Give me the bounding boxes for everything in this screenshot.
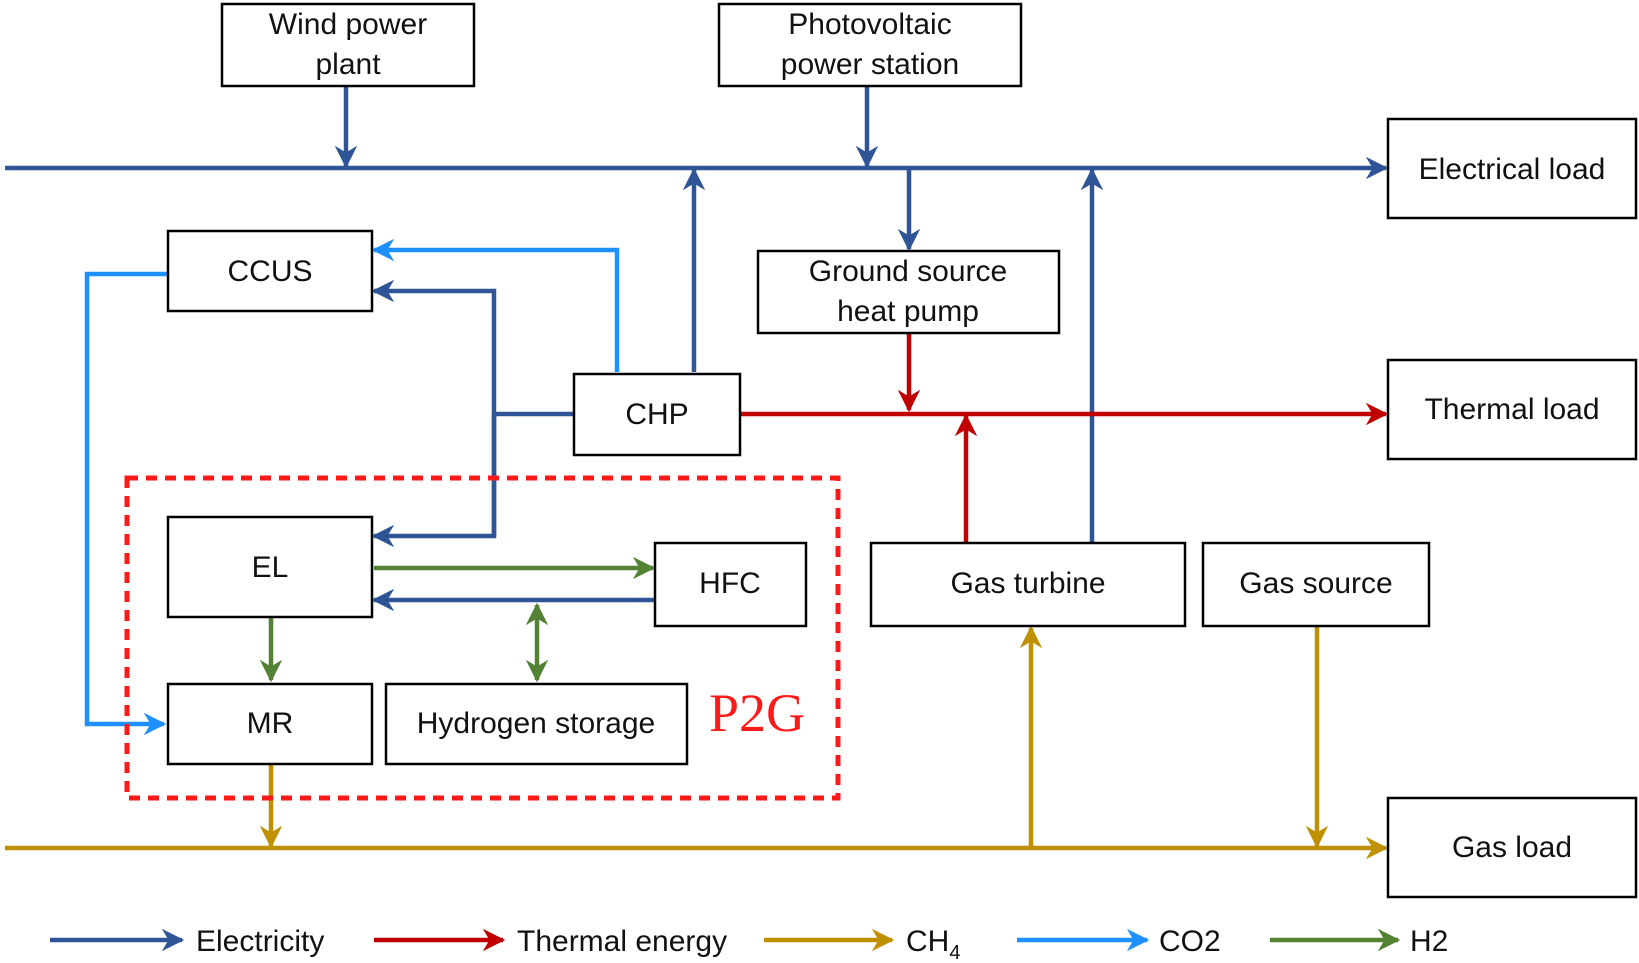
mr-label: MR (247, 707, 294, 740)
node-thermal-load[interactable]: Thermal load (1386, 358, 1638, 461)
node-gas-turbine[interactable]: Gas turbine (869, 541, 1187, 628)
node-gas-source[interactable]: Gas source (1201, 541, 1431, 628)
ch4-flows (5, 625, 1389, 860)
node-hfc[interactable]: HFC (653, 541, 808, 628)
node-ccus[interactable]: CCUS (166, 229, 374, 313)
node-hydrogen-storage[interactable]: Hydrogen storage (384, 682, 689, 766)
legend-electricity-label: Electricity (196, 925, 324, 958)
chp-label: CHP (625, 398, 688, 431)
pv-line1: Photovoltaic (788, 8, 951, 41)
electricity-flows (5, 82, 1389, 612)
hydrogen-storage-label: Hydrogen storage (417, 707, 655, 740)
thermal-flows (740, 331, 1389, 543)
p2g-label: P2G (709, 683, 805, 743)
h2-flows (259, 556, 656, 683)
node-ground-source-heat-pump[interactable]: Ground source heat pump (756, 249, 1061, 335)
wind-line1: Wind power (269, 8, 427, 41)
node-mr[interactable]: MR (166, 682, 374, 766)
legend-ch4-label: CH4 (906, 925, 960, 963)
node-gas-load[interactable]: Gas load (1386, 796, 1638, 899)
chp-to-el-arrow (371, 414, 497, 548)
legend-co2-label: CO2 (1159, 925, 1221, 958)
gas-source-label: Gas source (1239, 567, 1392, 600)
thermal-load-label: Thermal load (1424, 393, 1599, 426)
node-electrical-load[interactable]: Electrical load (1386, 117, 1638, 220)
chp-to-ccus-co2-arrow (371, 238, 620, 372)
gshp-line2: heat pump (837, 295, 979, 328)
p2g-region (124, 475, 841, 801)
node-wind-power-plant[interactable]: Wind power plant (220, 2, 476, 88)
ccus-label: CCUS (227, 255, 312, 288)
gas-load-label: Gas load (1452, 831, 1572, 864)
node-chp[interactable]: CHP (572, 372, 742, 457)
node-photovoltaic-power-station[interactable]: Photovoltaic power station (717, 2, 1023, 88)
electrical-load-label: Electrical load (1419, 153, 1606, 186)
wind-line2: plant (315, 48, 381, 81)
legend-thermal-label: Thermal energy (517, 925, 727, 958)
gshp-line1: Ground source (809, 255, 1007, 288)
chp-to-ccus-arrow (371, 279, 497, 536)
hfc-label: HFC (699, 567, 761, 600)
el-label: EL (252, 551, 289, 584)
legend-h2-label: H2 (1410, 925, 1448, 958)
gas-turbine-label: Gas turbine (950, 567, 1105, 600)
pv-line2: power station (781, 48, 959, 81)
legend: Electricity Thermal energy CH4 CO2 H2 (50, 925, 1448, 963)
node-el[interactable]: EL (166, 515, 374, 619)
